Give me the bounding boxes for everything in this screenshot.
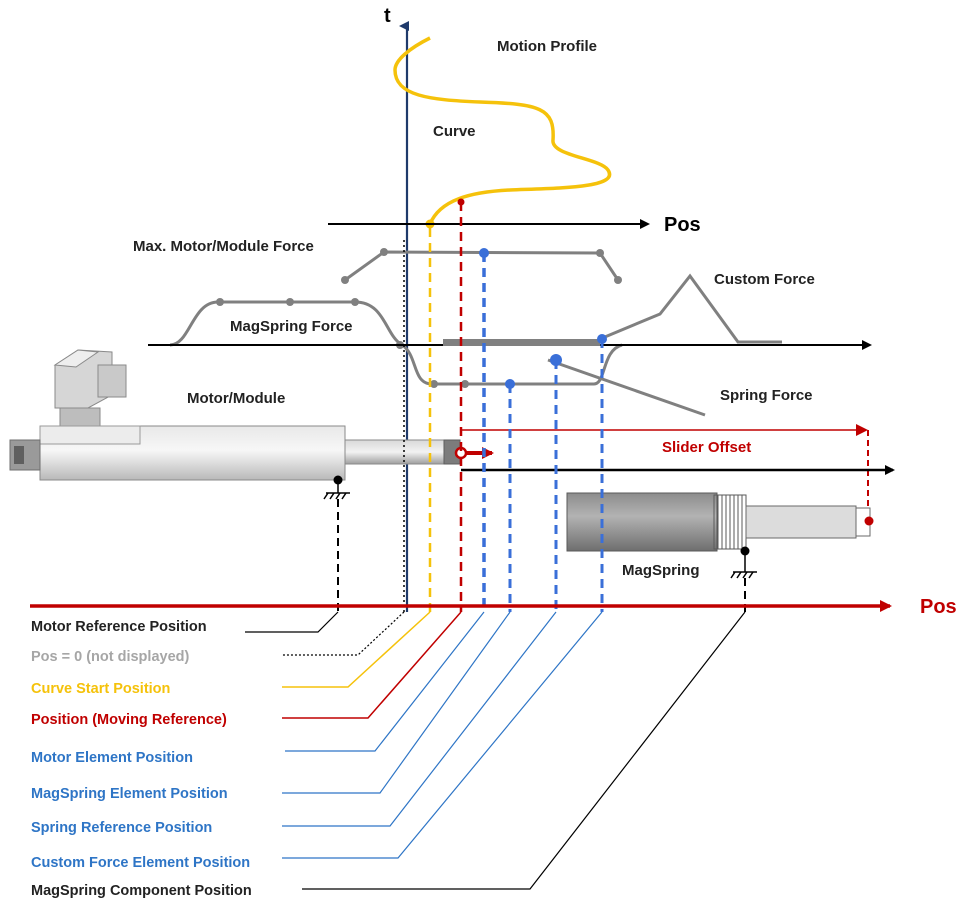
custom-force-curve (599, 273, 782, 344)
custom-force-element-point (597, 334, 607, 344)
leader-curve-start (282, 611, 431, 688)
legend-motor-reference: Motor Reference Position (31, 619, 207, 635)
legend-magspring-component: MagSpring Component Position (31, 883, 252, 899)
max-force-curve (344, 250, 620, 282)
motor-element-point (479, 248, 489, 258)
motor-reference-point (333, 475, 343, 485)
legend-curve-start: Curve Start Position (31, 681, 170, 697)
magspring-element-point (505, 379, 515, 389)
magspring-image (566, 492, 871, 552)
legend: Motor Reference Position Pos = 0 (not di… (31, 619, 252, 899)
motion-profile-curve (393, 36, 612, 225)
slider-offset-end-point (864, 516, 874, 526)
leader-custom-force-element (282, 611, 603, 859)
legend-custom-force-element: Custom Force Element Position (31, 855, 250, 871)
curve-label: Curve (433, 123, 476, 140)
t-axis-label: t (384, 5, 391, 27)
motor-module-label: Motor/Module (187, 390, 285, 407)
leader-magspring-element (282, 611, 511, 794)
leader-magspring-component (302, 611, 746, 890)
pos-axis-main-label: Pos (920, 596, 957, 618)
motion-profile-title: Motion Profile (497, 38, 597, 55)
legend-motor-element: Motor Element Position (31, 750, 193, 766)
leader-moving-reference (282, 611, 462, 719)
legend-pos-zero: Pos = 0 (not displayed) (31, 649, 189, 665)
pos-axis-upper-label: Pos (664, 214, 701, 236)
moving-reference-top-point (457, 198, 465, 206)
motor-module-image (9, 349, 461, 481)
leader-motor-reference (245, 611, 339, 633)
legend-moving-reference: Position (Moving Reference) (31, 712, 227, 728)
leader-spring-reference (282, 611, 557, 827)
magspring-component-point (740, 546, 750, 556)
custom-force-label: Custom Force (714, 271, 815, 288)
legend-spring-reference: Spring Reference Position (31, 820, 212, 836)
max-force-points (341, 248, 622, 284)
spring-element-bar (443, 339, 600, 346)
spring-force-curve (547, 358, 706, 417)
magspring-force-label: MagSpring Force (230, 318, 353, 335)
magspring-label: MagSpring (622, 562, 700, 579)
leader-pos-zero (282, 611, 405, 656)
spring-reference-point (550, 354, 562, 366)
legend-magspring-element: MagSpring Element Position (31, 786, 228, 802)
spring-force-label: Spring Force (720, 387, 813, 404)
max-force-label: Max. Motor/Module Force (133, 238, 314, 255)
slider-offset-label: Slider Offset (662, 439, 751, 456)
leader-motor-element (285, 611, 485, 752)
